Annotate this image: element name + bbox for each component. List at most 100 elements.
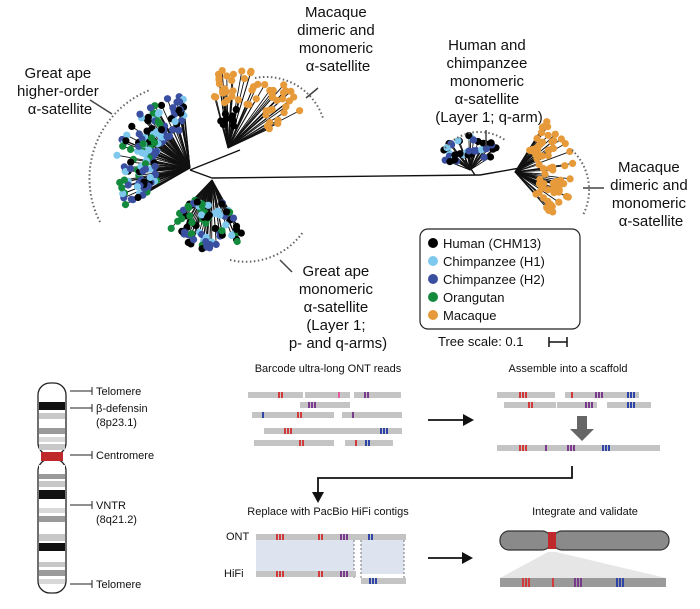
read-marker: [372, 578, 374, 584]
read-marker: [314, 402, 316, 408]
tree-leaf: [266, 118, 274, 127]
chromosome-band: [39, 543, 65, 551]
tree-leaf: [486, 153, 495, 161]
tree-leaf-dots: [113, 67, 577, 253]
label-centromere: Centromere: [96, 450, 154, 462]
tree-leaf: [186, 212, 194, 220]
tree-branch: [227, 96, 233, 149]
arrow-step2-to-step3: [312, 466, 573, 503]
integrated-chromosome: [499, 530, 670, 551]
tree-leaf: [222, 221, 230, 229]
pointer-macaque-top: [305, 87, 319, 99]
tree-leaf: [223, 72, 231, 80]
tree-leaf: [261, 81, 269, 89]
zoom-wedge: [500, 552, 666, 578]
tree-leaf: [223, 96, 231, 104]
chromosome-band: [39, 562, 65, 567]
tree-leaf: [548, 138, 556, 146]
read-marker: [302, 440, 304, 446]
tree-leaf: [544, 152, 552, 160]
tree-leaf: [154, 110, 162, 118]
tree-leaf: [121, 201, 130, 209]
tree-leaf: [190, 236, 198, 244]
validated-assembly: [500, 578, 666, 587]
tree-leaf: [204, 201, 212, 209]
tree-leaf: [214, 207, 222, 215]
tree-branch: [469, 149, 482, 171]
tree-leaf: [443, 144, 451, 152]
chromosome-band: [39, 579, 65, 584]
legend-box: [419, 228, 581, 330]
final-marker: [574, 578, 576, 587]
tree-branch: [514, 171, 560, 203]
tree-leaf: [219, 87, 227, 95]
read-marker: [365, 440, 367, 446]
legend-swatch: [428, 256, 438, 266]
tree-leaf: [176, 98, 184, 106]
chromosome-band: [39, 402, 65, 410]
legend-swatch: [428, 238, 438, 248]
tree-leaf: [266, 86, 274, 94]
read: [254, 440, 334, 446]
label-macaque-right: Macaque dimeric and monomeric α-satellit…: [610, 159, 692, 230]
arrow-step3-to-step4: [428, 552, 473, 564]
tree-leaf: [250, 83, 258, 91]
hifi-row-label: HiFi: [224, 568, 244, 580]
chromosome-band: [39, 508, 65, 513]
tree-leaf: [533, 134, 541, 143]
step3-title: Replace with PacBio HiFi contigs: [247, 506, 409, 518]
read-marker: [368, 440, 370, 446]
read-marker: [630, 402, 632, 408]
read: [342, 412, 402, 418]
tree-leaf: [544, 146, 552, 155]
chromosome-band: [39, 437, 65, 442]
chromosome-band: [39, 516, 65, 522]
read-marker: [602, 445, 604, 451]
tree-leaf: [539, 194, 548, 202]
read: [345, 440, 393, 446]
read-marker: [340, 571, 342, 577]
label-telomere-top: Telomere: [96, 386, 141, 398]
read-marker: [630, 392, 632, 398]
tree-leaf: [141, 160, 150, 168]
read-marker: [311, 402, 313, 408]
tree-leaf: [465, 132, 473, 140]
final-marker: [525, 578, 527, 587]
scaffold-merged: [497, 445, 660, 451]
tree-leaf: [127, 158, 135, 166]
legend-swatch: [428, 310, 438, 320]
legend-label: Human (CHM13): [443, 236, 541, 251]
read-marker: [598, 392, 600, 398]
tree-branch: [227, 98, 257, 149]
tree-leaf: [252, 95, 260, 103]
tree-leaf: [280, 81, 288, 89]
tree-leaf: [119, 190, 127, 198]
tree-leaf: [549, 179, 557, 187]
chromosome-band: [39, 570, 65, 576]
tree-leaf: [282, 87, 290, 95]
tree-leaf: [128, 122, 136, 130]
tree-leaf: [123, 131, 131, 139]
tree-leaf: [185, 204, 193, 212]
tree-leaf: [557, 135, 566, 143]
read-marker: [282, 534, 284, 540]
read: [300, 402, 350, 408]
tree-leaf: [151, 162, 159, 170]
read-marker: [531, 402, 533, 408]
tree-leaf: [229, 87, 237, 95]
read-marker: [528, 402, 530, 408]
step1-title: Barcode ultra-long ONT reads: [255, 363, 402, 375]
tree-leaf: [157, 101, 166, 109]
chromosome-band: [39, 465, 65, 472]
tree-leaf: [146, 173, 154, 182]
tree-leaf: [487, 139, 495, 147]
chromosome-band: [39, 421, 65, 426]
read-marker: [281, 392, 283, 398]
tree-branch: [227, 100, 290, 149]
read: [565, 392, 639, 398]
tree-branch: [147, 116, 191, 169]
tree-leaf: [566, 147, 574, 156]
read-marker: [633, 402, 635, 408]
tree-leaf: [240, 75, 249, 83]
legend-swatch: [428, 274, 438, 284]
